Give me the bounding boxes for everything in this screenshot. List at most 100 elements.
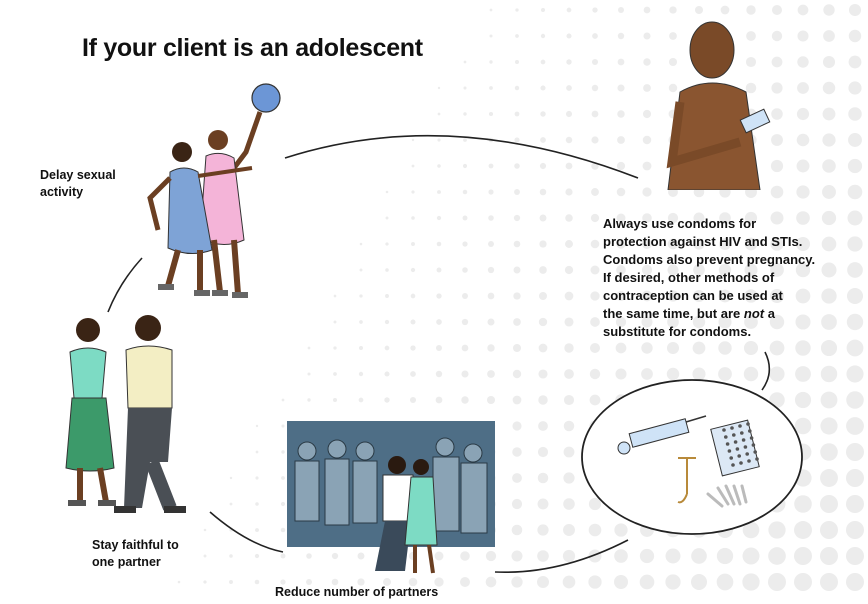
background-dot <box>359 320 363 324</box>
background-dot <box>848 133 862 147</box>
background-dot <box>461 370 469 378</box>
background-dot <box>514 85 520 91</box>
background-dot <box>410 371 416 377</box>
background-dot <box>359 294 363 298</box>
background-dot <box>591 188 599 196</box>
background-dot <box>588 523 602 537</box>
background-dot <box>642 109 652 119</box>
background-dot <box>463 60 467 64</box>
background-dot <box>307 372 311 376</box>
background-dot <box>743 366 759 382</box>
pill-dot <box>735 447 740 451</box>
background-dot <box>254 579 260 585</box>
background-dot <box>591 58 599 66</box>
background-dot <box>642 135 652 145</box>
background-dot <box>537 550 549 562</box>
background-dot <box>565 188 573 196</box>
background-dot <box>437 164 441 168</box>
background-dot <box>514 59 520 65</box>
background-dot <box>384 371 390 377</box>
background-dot <box>203 528 207 532</box>
background-dot <box>486 395 496 405</box>
background-dot <box>539 240 547 248</box>
background-dot <box>590 213 600 223</box>
background-dot <box>614 523 628 537</box>
background-dot <box>437 86 441 90</box>
background-dot <box>203 580 207 584</box>
background-dot <box>229 476 233 480</box>
background-dot <box>255 502 259 506</box>
background-dot <box>615 290 627 302</box>
background-dot <box>795 340 811 356</box>
background-dot <box>797 4 809 16</box>
background-dot <box>848 29 862 43</box>
background-dot <box>846 443 864 461</box>
background-dot <box>306 553 312 559</box>
background-dot <box>667 316 679 328</box>
background-dot <box>642 213 652 223</box>
background-dot <box>463 112 467 116</box>
background-dot <box>693 264 705 276</box>
background-dot <box>694 5 704 15</box>
background-dot <box>540 7 546 13</box>
background-dot <box>359 268 363 272</box>
background-dot <box>614 549 628 563</box>
background-dot <box>410 267 416 273</box>
background-dot <box>794 391 812 409</box>
background-dot <box>846 417 864 435</box>
background-dot <box>562 575 576 589</box>
background-dot <box>384 345 390 351</box>
background-dot <box>667 212 679 224</box>
background-dot <box>692 367 706 381</box>
background-dot <box>564 317 574 327</box>
background-dot <box>487 344 495 352</box>
background-dot <box>823 30 835 42</box>
pill-dot <box>745 452 749 456</box>
background-dot <box>821 288 837 304</box>
background-dot <box>514 163 520 169</box>
background-dot <box>820 495 838 513</box>
background-dot <box>848 55 862 69</box>
background-dot <box>539 188 547 196</box>
background-dot <box>796 211 810 225</box>
background-dot <box>385 294 389 298</box>
background-dot <box>746 31 756 41</box>
background-dot <box>742 547 760 565</box>
background-dot <box>589 342 601 354</box>
background-dot <box>639 574 655 590</box>
background-dot <box>539 214 547 222</box>
background-dot <box>333 346 337 350</box>
background-dot <box>203 554 207 558</box>
background-dot <box>463 138 467 142</box>
background-dot <box>641 264 653 276</box>
background-dot <box>590 317 600 327</box>
condom-packet-icon <box>739 108 771 134</box>
background-dot <box>489 86 493 90</box>
background-dot <box>665 548 681 564</box>
background-dot <box>358 371 364 377</box>
background-dot <box>411 164 415 168</box>
background-dot <box>846 391 864 409</box>
background-dot <box>538 369 548 379</box>
background-dot <box>821 236 837 252</box>
background-dot <box>411 190 415 194</box>
background-dot <box>281 398 285 402</box>
background-dot <box>488 111 494 117</box>
background-dot <box>742 521 760 539</box>
background-dot <box>487 292 495 300</box>
background-dot <box>538 343 548 353</box>
background-dot <box>797 30 809 42</box>
background-dot <box>540 85 546 91</box>
background-dot <box>563 472 575 484</box>
background-dot <box>333 294 337 298</box>
background-dot <box>616 239 626 249</box>
background-dot <box>770 159 784 173</box>
background-dot <box>592 7 598 13</box>
background-dot <box>537 524 549 536</box>
background-dot <box>566 85 572 91</box>
background-dot <box>822 81 836 95</box>
background-dot <box>384 397 390 403</box>
pill-dot <box>732 433 736 437</box>
background-dot <box>616 213 626 223</box>
background-dot <box>563 420 575 432</box>
